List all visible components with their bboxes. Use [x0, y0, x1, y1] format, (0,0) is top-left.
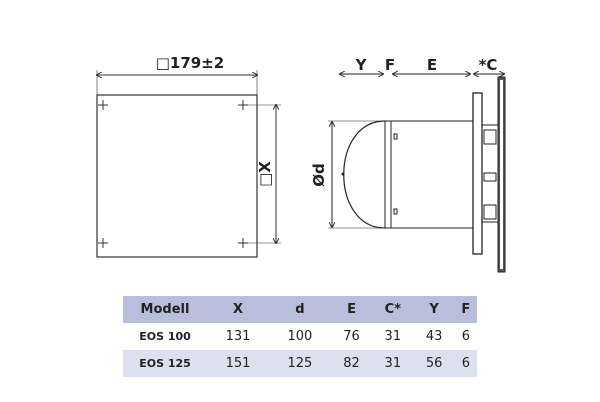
cell: 100 — [287, 329, 313, 344]
cell: 125 — [287, 356, 313, 371]
cell: 31 — [384, 329, 402, 344]
header-x: X — [232, 302, 243, 317]
header-f: F — [461, 302, 471, 317]
label-y: Y — [355, 56, 368, 74]
label-e: E — [427, 56, 437, 74]
cell: 82 — [343, 356, 360, 371]
cell: 131 — [225, 329, 251, 344]
dimensions-table: Modell X d E C* Y F EOS 100 131 100 76 3… — [123, 296, 477, 377]
cell: 43 — [425, 329, 443, 344]
label-d: Ød — [310, 163, 328, 187]
cell: 151 — [225, 356, 251, 371]
side-view — [328, 74, 506, 273]
height-label: □X — [256, 161, 274, 187]
cell: EOS 125 — [139, 357, 191, 370]
header-modell: Modell — [140, 302, 190, 317]
table-row: EOS 100 131 100 76 31 43 6 — [123, 323, 477, 350]
cell: EOS 100 — [139, 330, 191, 343]
width-label: □179±2 — [156, 54, 225, 72]
table-header: Modell X d E C* Y F — [123, 296, 477, 323]
cell: 56 — [425, 356, 443, 371]
label-f: F — [385, 56, 395, 74]
front-view — [97, 70, 281, 258]
header-y: Y — [429, 302, 439, 317]
table-row: EOS 125 151 125 82 31 56 6 — [123, 350, 477, 377]
cell: 6 — [461, 356, 471, 371]
cell: 76 — [343, 329, 360, 344]
header-c: C* — [384, 302, 401, 317]
cell: 6 — [461, 329, 471, 344]
header-e: E — [347, 302, 356, 317]
cell: 31 — [384, 356, 402, 371]
label-c: *C — [479, 56, 498, 74]
header-d: d — [295, 302, 305, 317]
